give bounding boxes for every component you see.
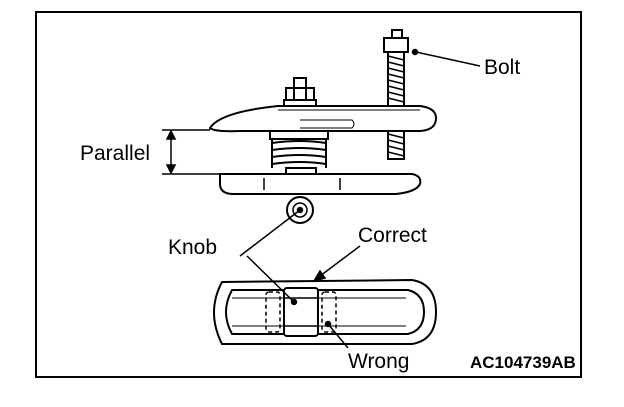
figure-frame bbox=[35, 11, 582, 378]
adjusting-bolt bbox=[383, 29, 409, 160]
spring bbox=[269, 130, 329, 168]
label-parallel: Parallel bbox=[80, 142, 150, 165]
knob-correct-position bbox=[283, 287, 319, 337]
knob-wrong-position-right bbox=[321, 291, 337, 333]
parallel-dimension bbox=[162, 129, 220, 175]
label-correct: Correct bbox=[358, 224, 427, 247]
knob-wrong-position-left bbox=[265, 291, 281, 333]
upper-arm bbox=[208, 105, 438, 133]
label-knob: Knob bbox=[168, 236, 217, 259]
label-bolt: Bolt bbox=[484, 56, 520, 79]
lower-arm bbox=[219, 173, 422, 195]
upper-arm-bolt bbox=[283, 77, 317, 107]
label-wrong: Wrong bbox=[348, 350, 409, 373]
upper-arm-assembly bbox=[208, 29, 438, 224]
leader-lines bbox=[239, 48, 481, 349]
figure-code: AC104739AB bbox=[470, 353, 576, 372]
arm-top-view bbox=[213, 278, 438, 345]
